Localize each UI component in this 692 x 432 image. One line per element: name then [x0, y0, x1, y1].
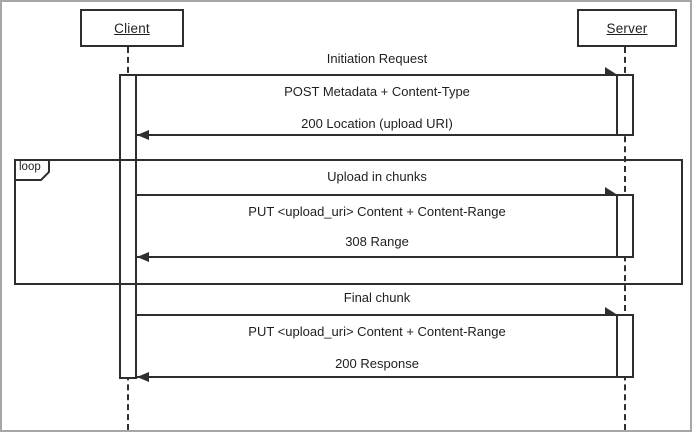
- loop-fragment-tab: [14, 159, 50, 181]
- request-message-line-3: [137, 314, 617, 316]
- response-message-label-2: 308 Range: [345, 234, 409, 249]
- client-activation-bar: [119, 74, 137, 379]
- request-message-line-1: [137, 74, 617, 76]
- section-title-initiation: Initiation Request: [326, 51, 428, 66]
- request-message-label-1: POST Metadata + Content-Type: [284, 84, 470, 99]
- request-message-label-2: PUT <upload_uri> Content + Content-Range: [248, 204, 506, 219]
- loop-fragment-frame: [14, 159, 683, 285]
- server-activation-bar-3: [616, 314, 634, 378]
- response-message-label-1: 200 Location (upload URI): [301, 116, 453, 131]
- actor-client: Client: [80, 9, 184, 47]
- response-message-label-3: 200 Response: [335, 356, 419, 371]
- response-message-line-1: [137, 134, 617, 136]
- arrowhead-left-icon: [137, 372, 149, 382]
- actor-server-label: Server: [606, 20, 648, 36]
- arrowhead-left-icon: [137, 130, 149, 140]
- server-activation-bar-1: [616, 74, 634, 136]
- response-message-line-2: [137, 256, 617, 258]
- arrowhead-left-icon: [137, 252, 149, 262]
- loop-fragment-label: loop: [19, 161, 41, 173]
- arrowhead-right-icon: [605, 67, 616, 76]
- actor-client-label: Client: [114, 20, 150, 36]
- response-message-line-3: [137, 376, 617, 378]
- server-activation-bar-2: [616, 194, 634, 258]
- arrowhead-right-icon: [605, 307, 616, 316]
- request-message-line-2: [137, 194, 617, 196]
- actor-server: Server: [577, 9, 677, 47]
- arrowhead-right-icon: [605, 187, 616, 196]
- section-title-upload-chunks: Upload in chunks: [327, 169, 427, 184]
- request-message-label-3: PUT <upload_uri> Content + Content-Range: [248, 324, 506, 339]
- section-title-final-chunk: Final chunk: [343, 290, 411, 305]
